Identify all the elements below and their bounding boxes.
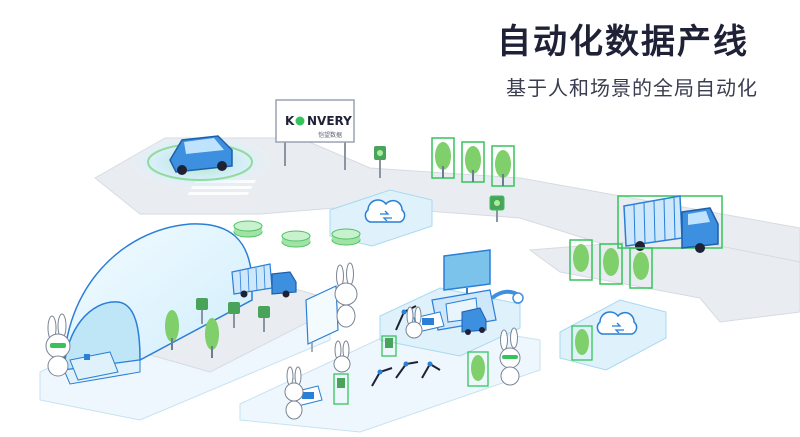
billboard-logo-dot (295, 116, 305, 126)
data-discs (233, 220, 361, 248)
detected-trees-right (569, 239, 653, 289)
rabbit-icon (284, 366, 304, 420)
cloud-sync-icon (364, 199, 406, 223)
traffic-light-icon (258, 306, 270, 332)
tree-icon (461, 141, 485, 183)
rabbit-icon (499, 327, 521, 386)
tree-icon (205, 318, 219, 358)
rabbit-icon (333, 340, 351, 373)
laptop-icon (69, 351, 119, 381)
tree-icon (569, 239, 593, 281)
road-network (94, 137, 800, 323)
page-title: 自动化数据产线 (497, 22, 749, 62)
truck-icon (231, 263, 297, 298)
billboard-brand-right: NVERY (307, 114, 352, 128)
traffic-light-icon (228, 302, 240, 328)
whiteboard-icon (305, 285, 339, 352)
tree-icon (491, 145, 515, 187)
tree-icon (165, 310, 179, 350)
tree-icon (467, 351, 489, 387)
truck-icon (617, 195, 723, 253)
robot-arm-icon (371, 367, 393, 387)
traffic-light-icon (374, 146, 386, 178)
billboard-brand-sub: 恺望数据 (318, 131, 342, 139)
cloud-sync-icon (596, 311, 638, 335)
robot-arm-icon (395, 361, 419, 379)
truck-icon (461, 307, 487, 335)
traffic-light-icon (489, 195, 505, 222)
billboard-brand-left: K (285, 114, 295, 128)
konvery-billboard: K NVERY 恺望数据 (275, 99, 355, 170)
traffic-light-icon (381, 335, 397, 357)
tree-icon (431, 137, 455, 179)
traffic-light-icon (333, 373, 349, 405)
robot-arm-icon (421, 361, 441, 379)
tree-icon (599, 243, 623, 285)
rabbit-icon (405, 306, 423, 339)
detected-trees-top (431, 137, 515, 187)
traffic-light-icon (196, 298, 208, 324)
cloud-platform-right (559, 299, 667, 371)
tree-icon (571, 325, 593, 361)
robot-arm-icon (490, 289, 524, 304)
tunnel-icon (63, 223, 253, 385)
tree-icon (629, 247, 653, 289)
car-icon (128, 134, 272, 190)
page-subtitle: 基于人和场景的全局自动化 (506, 76, 758, 100)
rabbit-icon (45, 313, 71, 377)
rabbit-icon (334, 262, 358, 328)
